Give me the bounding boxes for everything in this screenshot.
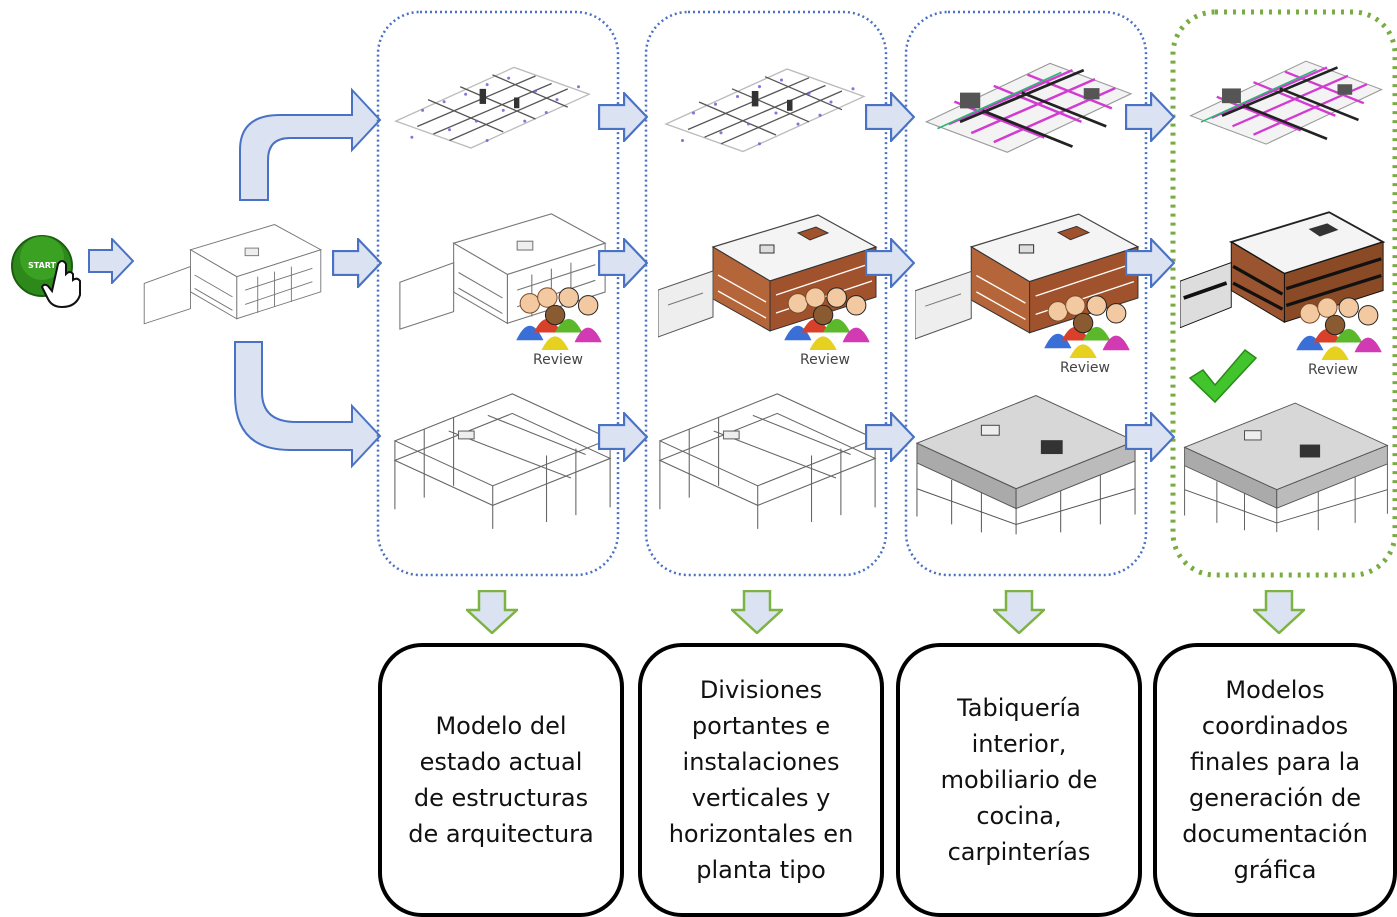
stage-panel-3 <box>904 10 1148 577</box>
review-label: Review <box>533 352 583 368</box>
architecture-model-stage-1 <box>399 213 606 330</box>
stage-4-description: Modelos coordinados finales para la gene… <box>1153 643 1397 917</box>
stage-2-text: Divisiones portantes e instalaciones ver… <box>668 676 854 884</box>
arrow-right-icon <box>88 238 134 284</box>
review-team-icon <box>515 287 603 350</box>
branch-arrow-up <box>239 87 382 201</box>
branch-arrow-down <box>234 341 382 469</box>
review-label: Review <box>1060 360 1110 376</box>
check-icon <box>1188 348 1258 404</box>
architecture-model-stage-2 <box>658 214 877 338</box>
mep-model-final <box>1189 59 1384 146</box>
review-label: Review <box>800 352 850 368</box>
structure-model-stage-3 <box>916 395 1136 535</box>
start-button[interactable]: START <box>11 235 81 309</box>
stage-3-description: Tabiquería interior, mobiliario de cocin… <box>896 643 1142 917</box>
stage-1-description: Modelo del estado actual de estructuras … <box>378 643 624 917</box>
initial-building-model <box>143 223 322 325</box>
review-team-icon <box>1295 297 1383 360</box>
arrow-down-icon <box>1253 590 1305 634</box>
structure-model-stage-1 <box>394 393 611 530</box>
mep-model-stage-2 <box>665 68 865 153</box>
architecture-model-stage-3 <box>915 213 1139 340</box>
stage-panel-1 <box>376 10 620 577</box>
start-label: START <box>28 261 57 270</box>
structure-model-stage-2 <box>659 393 876 530</box>
arrow-right-icon <box>1125 92 1175 142</box>
structure-model-final <box>1184 402 1388 533</box>
stage-panel-2 <box>644 10 888 577</box>
arrow-right-icon <box>332 238 382 288</box>
arrow-right-icon <box>598 412 648 462</box>
review-team-icon <box>1043 295 1131 358</box>
stage-1-text: Modelo del estado actual de estructuras … <box>408 712 594 848</box>
mep-model-stage-3 <box>924 61 1133 154</box>
arrow-down-icon <box>731 590 783 634</box>
arrow-right-icon <box>598 238 648 288</box>
stage-3-text: Tabiquería interior, mobiliario de cocin… <box>940 694 1098 866</box>
stage-4-text: Modelos coordinados finales para la gene… <box>1182 676 1368 884</box>
arrow-down-icon <box>466 590 518 634</box>
stage-2-description: Divisiones portantes e instalaciones ver… <box>638 643 884 917</box>
mep-model-stage-1 <box>395 66 590 149</box>
review-label: Review <box>1308 362 1358 378</box>
stage-panel-4 <box>1170 9 1397 578</box>
hand-pointer-icon <box>40 260 81 309</box>
arrow-right-icon <box>598 92 648 142</box>
arrow-down-icon <box>993 590 1045 634</box>
